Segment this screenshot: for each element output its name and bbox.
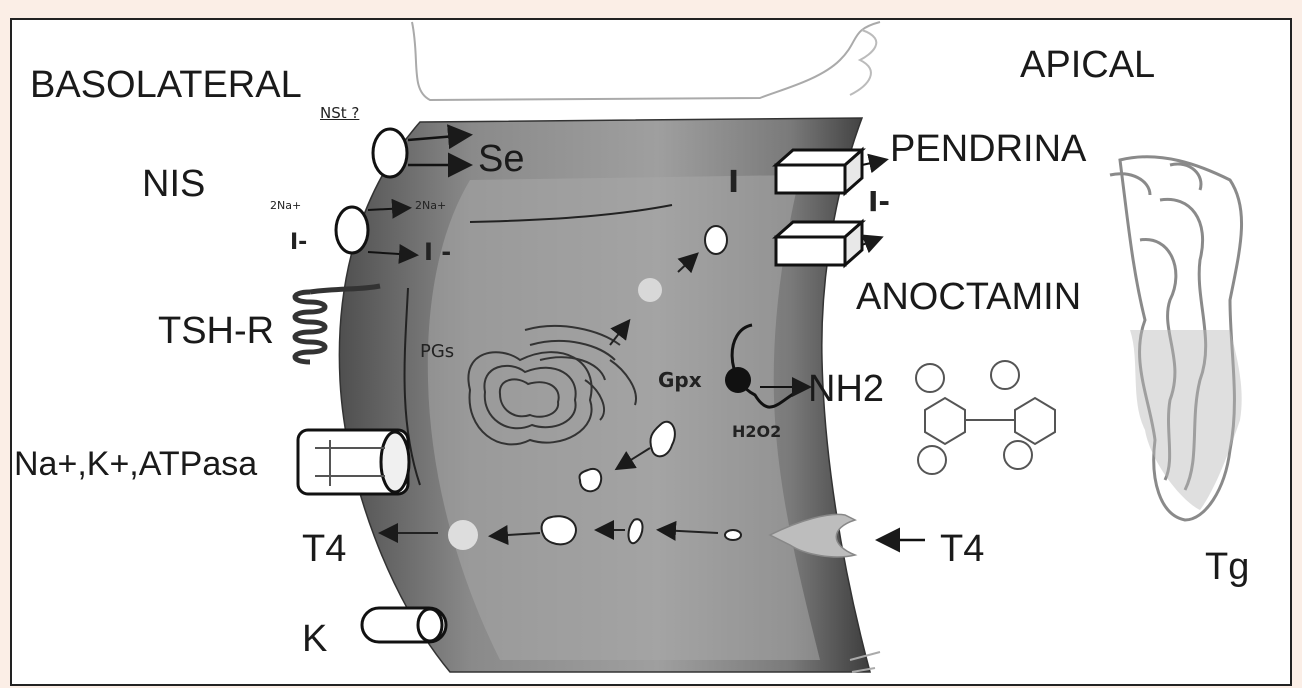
two-na-in-label: 2Na+ xyxy=(270,200,301,211)
nh2-label: NH2 xyxy=(808,370,884,408)
pgs-label: PGs xyxy=(420,343,454,361)
nis-label: NIS xyxy=(142,165,205,203)
nis-transporter xyxy=(336,207,368,253)
k-channel xyxy=(362,608,446,642)
vesicle xyxy=(638,278,662,302)
vesicle xyxy=(542,516,576,544)
anoctamin-arrow xyxy=(862,238,880,245)
pendrina-arrow xyxy=(862,160,885,165)
gpx-blob xyxy=(725,367,751,393)
iodide-membrane-label: I xyxy=(728,168,739,198)
t4-right-label: T4 xyxy=(940,530,984,568)
pendrina-transporter xyxy=(776,150,862,193)
anoctamin-label: ANOCTAMIN xyxy=(856,278,1081,316)
t4-molecule xyxy=(916,361,1055,474)
nst-label: NSt ? xyxy=(320,106,359,121)
tg-label: Tg xyxy=(1205,548,1249,586)
nst-transporter xyxy=(373,129,407,177)
tshr-label: TSH-R xyxy=(158,312,274,350)
t4-left-label: T4 xyxy=(302,530,346,568)
se-label: Se xyxy=(478,140,524,178)
cytoplasm-light xyxy=(428,175,820,660)
atpase-pump xyxy=(298,430,409,494)
k-label: K xyxy=(302,620,327,658)
napump-label: Na+,K+,ATPasa xyxy=(14,447,257,481)
top-membrane-sketch xyxy=(412,22,880,100)
iodide-in-label: I- xyxy=(290,232,307,254)
apical-label: APICAL xyxy=(1020,46,1155,84)
vesicle xyxy=(579,469,601,491)
basolateral-label: BASOLATERAL xyxy=(30,66,302,104)
gpx-label: Gpx xyxy=(658,370,702,390)
iodide-out-label: I- xyxy=(868,188,890,216)
two-na-out-label: 2Na+ xyxy=(415,200,446,211)
vesicle xyxy=(448,520,478,550)
pendrina-label: PENDRINA xyxy=(890,130,1086,168)
vesicle xyxy=(725,530,741,540)
anoctamin-channel xyxy=(776,222,862,265)
iodide-cell-label: I - xyxy=(424,240,451,264)
vesicle xyxy=(705,226,727,254)
h2o2-label: H2O2 xyxy=(732,424,781,440)
thyroglobulin-fill xyxy=(1130,330,1242,510)
